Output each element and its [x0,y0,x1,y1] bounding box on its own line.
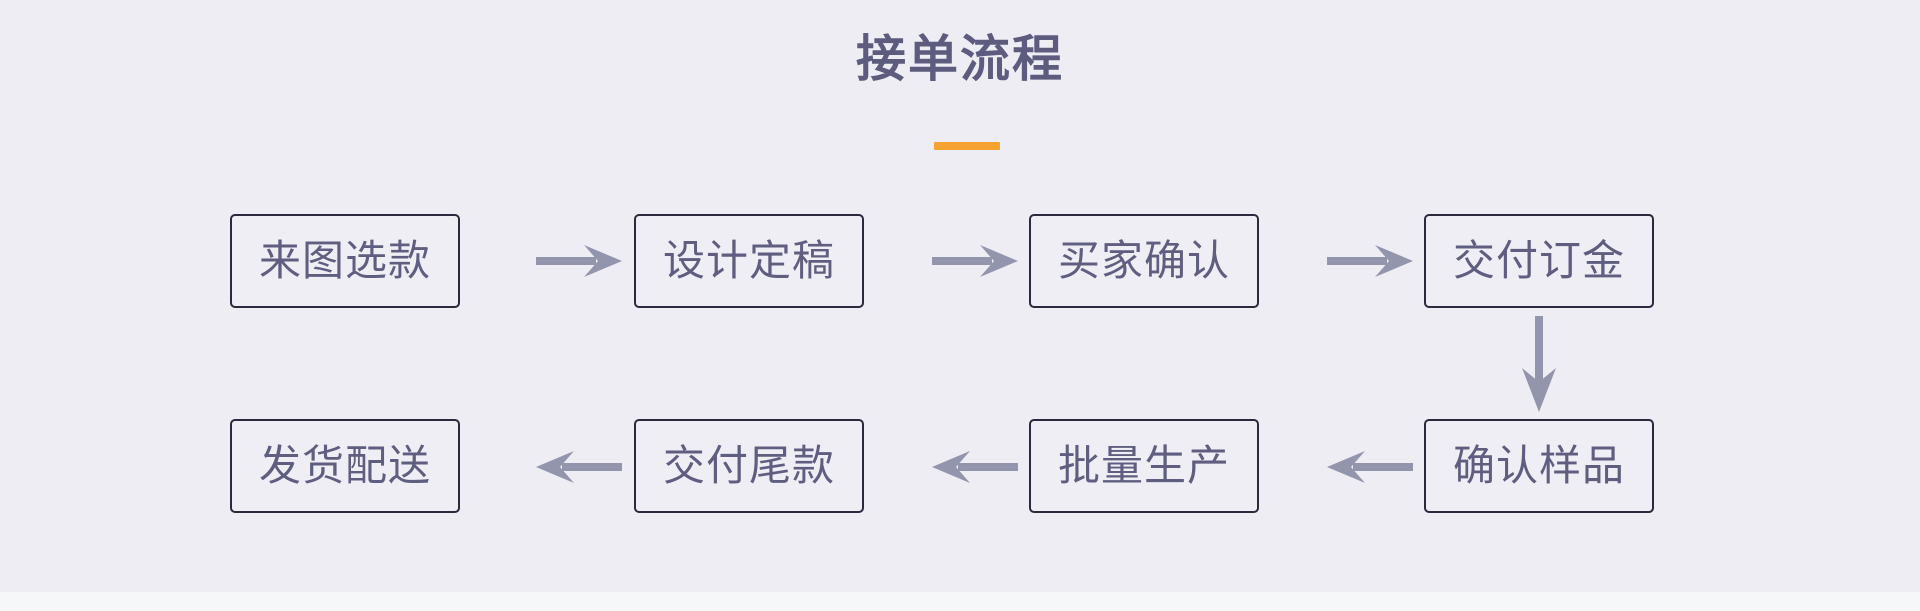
flow-node-1[interactable]: 来图选款 [230,214,460,308]
arrow-down-icon-1 [1519,316,1559,412]
arrow-left-icon-2 [932,450,1018,484]
arrow-right-icon-2 [932,244,1018,278]
flow-node-5[interactable]: 确认样品 [1424,419,1654,513]
flow-node-7[interactable]: 交付尾款 [634,419,864,513]
arrow-right-icon-3 [1327,244,1413,278]
flow-node-2-label: 设计定稿 [662,236,835,285]
flow-node-8-label: 发货配送 [258,441,431,490]
arrow-left-icon-1 [1327,450,1413,484]
flow-node-1-label: 来图选款 [258,236,431,285]
arrow-left-icon-3 [536,450,622,484]
flow-node-2[interactable]: 设计定稿 [634,214,864,308]
flow-node-5-label: 确认样品 [1452,441,1625,490]
arrow-right-icon-1 [536,244,622,278]
flow-node-4[interactable]: 交付订金 [1424,214,1654,308]
flow-node-6-label: 批量生产 [1057,441,1230,490]
flow-node-3-label: 买家确认 [1057,236,1230,285]
flow-node-3[interactable]: 买家确认 [1029,214,1259,308]
page-title: 接单流程 [856,29,1064,88]
flow-node-8[interactable]: 发货配送 [230,419,460,513]
flow-node-7-label: 交付尾款 [662,441,835,490]
title-block: 接单流程 [0,28,1920,90]
flow-node-4-label: 交付订金 [1452,236,1625,285]
title-accent-underline [934,142,1000,150]
flow-node-6[interactable]: 批量生产 [1029,419,1259,513]
bottom-edge-strip [0,592,1920,611]
